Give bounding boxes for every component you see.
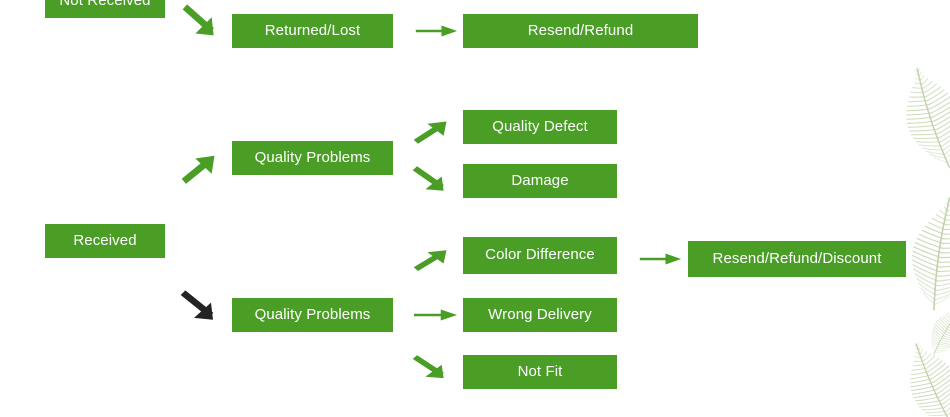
arrow-quality-problems-upper-to-quality-defect (412, 117, 458, 147)
arrow-not-received-to-returned-lost (182, 4, 228, 42)
arrow-quality-problems-lower-to-color-difference (412, 246, 458, 274)
node-resend-refund[interactable]: Resend/Refund (463, 14, 698, 48)
node-not-fit[interactable]: Not Fit (463, 355, 617, 389)
node-not-received[interactable]: Not Received (45, 0, 165, 18)
fern-leaf-watermark (903, 184, 950, 321)
arrow-quality-problems-upper-to-damage (412, 166, 458, 196)
node-quality-problems-upper[interactable]: Quality Problems (232, 141, 393, 175)
node-returned-lost[interactable]: Returned/Lost (232, 14, 393, 48)
node-quality-problems-lower[interactable]: Quality Problems (232, 298, 393, 332)
node-resend-refund-discount[interactable]: Resend/Refund/Discount (688, 241, 906, 277)
fern-leaf-watermark (883, 326, 950, 417)
node-damage[interactable]: Damage (463, 164, 617, 198)
arrow-color-difference-to-resend-refund-discount (638, 249, 682, 269)
node-received[interactable]: Received (45, 224, 165, 258)
fern-leaf-watermark (883, 54, 950, 180)
node-wrong-delivery[interactable]: Wrong Delivery (463, 298, 617, 332)
fern-leaf-watermark (916, 294, 950, 366)
arrow-returned-lost-to-resend-refund (414, 21, 458, 41)
arrow-quality-problems-lower-to-wrong-delivery (412, 305, 458, 325)
node-quality-defect[interactable]: Quality Defect (463, 110, 617, 144)
arrow-received-to-quality-problems-lower (180, 290, 228, 326)
node-color-difference[interactable]: Color Difference (463, 237, 617, 274)
arrow-received-to-quality-problems-upper (180, 150, 226, 188)
arrow-quality-problems-lower-to-not-fit (412, 355, 458, 383)
